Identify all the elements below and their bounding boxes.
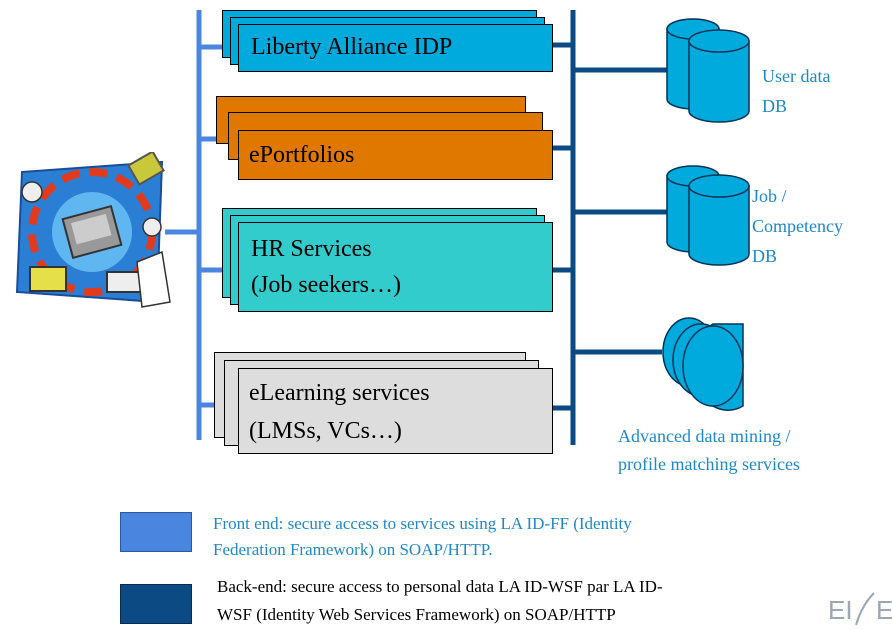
mining-label-line1: Advanced data mining / <box>618 426 791 446</box>
elearning-card[interactable]: eLearning services (LMSs, VCs…) <box>238 368 553 454</box>
legend-front-swatch <box>120 512 192 552</box>
hr-label-line1: HR Services <box>251 236 372 262</box>
user-db-icon <box>666 18 750 123</box>
legend-back-line2: WSF (Identity Web Services Framework) on… <box>217 605 616 624</box>
svg-text:E: E <box>876 595 892 625</box>
mining-label-line2: profile matching services <box>618 454 800 474</box>
legend-back-line1: Back-end: secure access to personal data… <box>217 577 663 596</box>
hr-label-line2: (Job seekers…) <box>251 272 401 298</box>
idp-card[interactable]: Liberty Alliance IDP <box>238 24 553 72</box>
job-db-label-line3: DB <box>752 246 778 266</box>
legend-back-swatch <box>120 584 192 624</box>
elearning-label-line1: eLearning services <box>249 380 430 406</box>
user-db-label-line2: DB <box>762 96 788 116</box>
mining-icon <box>662 317 744 411</box>
legend-front-line1: Front end: secure access to services usi… <box>213 514 632 533</box>
job-db-icon <box>666 165 750 266</box>
job-db-label-line2: Competency <box>752 216 843 236</box>
hr-card[interactable]: HR Services (Job seekers…) <box>238 222 553 312</box>
svg-text:EI: EI <box>828 595 853 625</box>
eportfolios-label: ePortfolios <box>249 142 355 168</box>
idp-label: Liberty Alliance IDP <box>251 34 453 60</box>
job-db-label-line1: Job / <box>752 186 787 206</box>
user-db-label-line1: User data <box>762 66 831 86</box>
eportfolios-card[interactable]: ePortfolios <box>238 130 553 180</box>
elearning-label-line2: (LMSs, VCs…) <box>249 418 402 444</box>
network-globe-devices-icon <box>15 150 171 308</box>
client-network-icon <box>12 150 172 312</box>
legend-front-line2: Federation Framework) on SOAP/HTTP. <box>213 540 493 559</box>
eife-logo-icon: EI E <box>828 592 892 626</box>
